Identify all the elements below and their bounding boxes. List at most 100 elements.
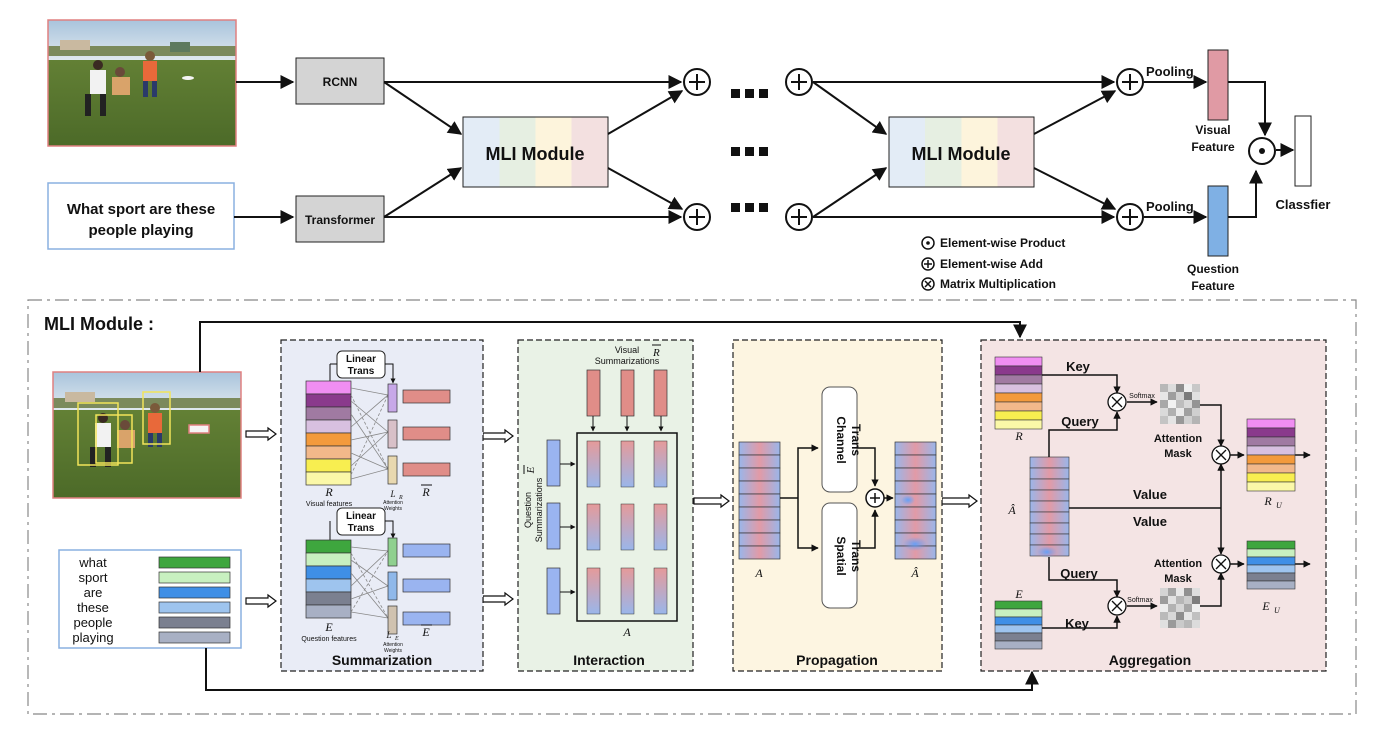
svg-text:Trans: Trans	[348, 366, 375, 377]
question-box: What sport are these people playing	[47, 182, 235, 250]
product-circle-top	[1248, 137, 1276, 165]
svg-text:Trans: Trans	[849, 424, 863, 456]
svg-text:sport: sport	[79, 570, 108, 585]
svg-text:Key: Key	[1066, 359, 1091, 374]
svg-text:Transformer: Transformer	[305, 213, 375, 227]
svg-text:what: what	[78, 555, 107, 570]
svg-text:Feature: Feature	[1191, 279, 1235, 293]
svg-text:Summarizations: Summarizations	[595, 356, 660, 366]
svg-text:Softmax: Softmax	[1129, 393, 1155, 400]
svg-text:Query: Query	[1060, 566, 1098, 581]
summarization-panel: Summarization Linear Trans Linear Trans …	[280, 339, 484, 672]
svg-text:U: U	[1276, 501, 1283, 510]
rcnn-box: RCNN	[295, 57, 385, 105]
svg-text:Weights: Weights	[384, 506, 402, 512]
svg-text:Spatial: Spatial	[834, 536, 848, 575]
svg-text:U: U	[1274, 606, 1281, 615]
svg-text:Trans: Trans	[849, 540, 863, 572]
svg-text:R: R	[421, 485, 430, 499]
svg-text:Trans: Trans	[348, 523, 375, 534]
svg-text:Interaction: Interaction	[573, 652, 645, 668]
aggregation-panel: Aggregation R Â E	[980, 339, 1327, 672]
svg-text:Attention: Attention	[383, 642, 403, 648]
svg-text:Aggregation: Aggregation	[1109, 652, 1191, 668]
svg-text:Linear: Linear	[346, 354, 376, 365]
svg-text:Attention: Attention	[1154, 558, 1203, 570]
svg-text:Query: Query	[1061, 414, 1099, 429]
propagation-panel: Propagation A Channel Trans Spatial Tran…	[732, 339, 943, 672]
question-feature-label: Question	[1187, 262, 1239, 276]
visual-feature-label: Visual	[1195, 123, 1230, 137]
svg-text:R: R	[652, 347, 660, 359]
svg-text:E: E	[421, 625, 430, 639]
svg-text:Key: Key	[1065, 616, 1090, 631]
skip-connections	[199, 321, 1039, 691]
mli-module-title: MLI Module :	[44, 314, 154, 334]
svg-text:Summarization: Summarization	[332, 652, 432, 668]
svg-text:What sport are these: What sport are these	[67, 201, 215, 218]
legend-matmul: Matrix Multiplication	[940, 277, 1056, 291]
svg-text:E: E	[1261, 599, 1270, 613]
svg-text:A: A	[622, 625, 631, 639]
svg-text:Â: Â	[1007, 503, 1016, 517]
svg-text:L: L	[389, 489, 395, 499]
svg-text:Â: Â	[910, 566, 919, 580]
svg-text:R: R	[324, 485, 333, 499]
legend: Element-wise Product Element-wise Add Ma…	[921, 236, 1065, 291]
svg-text:Propagation: Propagation	[796, 652, 878, 668]
svg-text:Weights: Weights	[384, 648, 402, 654]
svg-text:Summarizations: Summarizations	[534, 477, 544, 542]
svg-text:Channel: Channel	[834, 416, 848, 463]
svg-text:E: E	[324, 620, 333, 634]
legend-add: Element-wise Add	[940, 257, 1043, 271]
legend-product: Element-wise Product	[940, 236, 1065, 250]
svg-text:Question: Question	[523, 492, 533, 528]
transformer-box: Transformer	[295, 195, 385, 243]
svg-text:RCNN: RCNN	[323, 75, 358, 89]
svg-text:are: are	[84, 585, 103, 600]
classifier-label: Classfier	[1276, 197, 1331, 212]
svg-text:Attention: Attention	[1154, 433, 1203, 445]
ellipsis-dots	[731, 89, 768, 212]
svg-text:Question features: Question features	[301, 636, 357, 643]
svg-text:people playing: people playing	[88, 222, 193, 239]
word-list: what sport are these people playing	[58, 549, 242, 649]
add-signs-top	[689, 74, 1138, 225]
input-image-top	[47, 19, 237, 147]
svg-text:people: people	[73, 615, 112, 630]
svg-text:Mask: Mask	[1164, 573, 1192, 585]
svg-text:Feature: Feature	[1191, 140, 1235, 154]
svg-text:Value: Value	[1133, 487, 1167, 502]
stage-transitions	[245, 426, 978, 609]
svg-text:MLI Module: MLI Module	[912, 144, 1011, 164]
svg-text:Value: Value	[1133, 514, 1167, 529]
svg-text:E: E	[1014, 587, 1023, 601]
interaction-panel: Interaction Visual Summarizations R Ques…	[517, 339, 694, 672]
pooling-label-1: Pooling	[1146, 64, 1194, 79]
svg-text:Mask: Mask	[1164, 448, 1192, 460]
pooling-label-2: Pooling	[1146, 199, 1194, 214]
svg-text:Linear: Linear	[346, 511, 376, 522]
svg-text:E: E	[525, 466, 537, 474]
svg-text:Attention: Attention	[383, 500, 403, 506]
input-image-detail	[52, 371, 242, 499]
svg-text:R: R	[398, 495, 403, 501]
svg-text:R: R	[1263, 494, 1272, 508]
classifier-bar	[1294, 115, 1312, 187]
svg-text:Visual: Visual	[615, 345, 639, 355]
question-feature-bar	[1207, 185, 1229, 257]
svg-text:playing: playing	[72, 630, 113, 645]
mli-module-box-2: MLI Module	[888, 116, 1035, 188]
top-connections	[234, 75, 1295, 224]
svg-text:A: A	[754, 566, 763, 580]
svg-text:MLI Module: MLI Module	[486, 144, 585, 164]
mli-module-frame	[27, 299, 1357, 715]
svg-text:Visual features: Visual features	[306, 501, 353, 508]
mli-module-box-1: MLI Module	[462, 116, 609, 188]
svg-text:these: these	[77, 600, 109, 615]
svg-text:Softmax: Softmax	[1127, 597, 1153, 604]
svg-text:E: E	[394, 636, 399, 642]
svg-text:L: L	[385, 630, 391, 640]
visual-feature-bar	[1207, 49, 1229, 121]
